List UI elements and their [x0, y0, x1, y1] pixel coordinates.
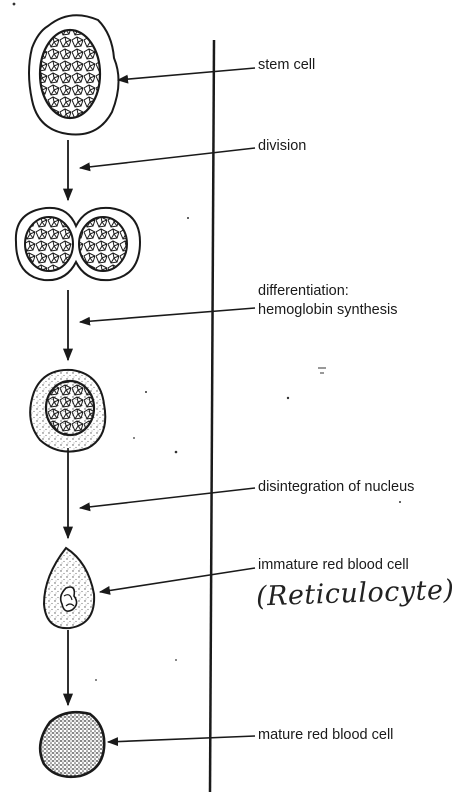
scan-mark [318, 368, 326, 373]
label-immature-red-blood-cell: immature red blood cell [258, 556, 409, 575]
label-hemoglobin-synthesis: hemoglobin synthesis [258, 301, 397, 320]
label-division: division [258, 137, 306, 156]
label-stem-cell: stem cell [258, 56, 315, 75]
label-mature-red-blood-cell: mature red blood cell [258, 726, 393, 745]
label-disintegration: disintegration of nucleus [258, 478, 414, 497]
leader-arrow-differentiation [80, 308, 255, 322]
leader-arrow-division [80, 148, 255, 168]
mature-red-blood-cell [40, 712, 104, 777]
leader-arrow-disintegration [80, 488, 255, 508]
label-differentiation: differentiation: [258, 282, 349, 301]
reticulocyte-cell [44, 548, 94, 628]
dividing-cell [16, 208, 140, 280]
leader-arrow-stem-cell [118, 68, 255, 80]
differentiating-cell [30, 370, 105, 452]
stem-cell [29, 15, 119, 134]
leader-arrow-immature [100, 568, 255, 592]
leader-arrow-mature [108, 736, 255, 742]
